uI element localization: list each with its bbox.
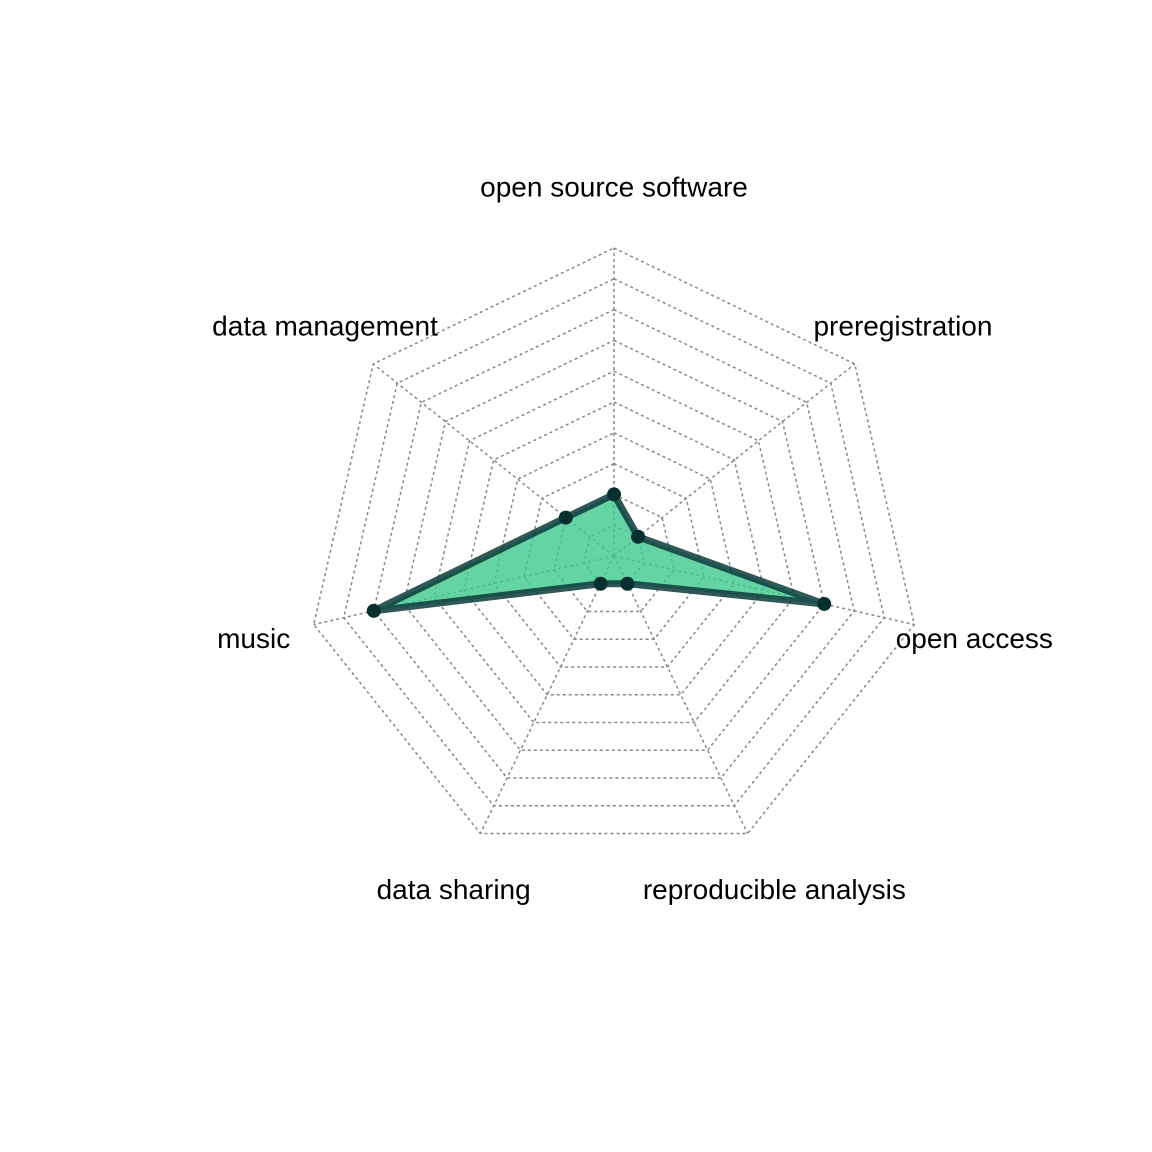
axis-label: data sharing [377,874,531,905]
axis-label: data management [212,311,438,342]
radar-series [366,487,832,618]
grid-ring [433,370,795,724]
data-point-preregistration [631,529,646,544]
axis-label: open source software [480,171,748,202]
data-point-open-access [817,596,832,611]
grid-ring [493,431,735,668]
axis-label: reproducible analysis [643,874,906,905]
data-point-data-management [558,510,573,525]
axis-spoke [613,555,749,834]
grid-ring [553,493,675,613]
series-area [370,490,828,615]
data-point-data-sharing [593,576,608,591]
axis-labels: open source software preregistration open … [212,171,1053,905]
axis-label: music [217,623,290,654]
data-point-reproducible-analysis [620,576,635,591]
axis-label: preregistration [813,311,992,342]
grid-ring [402,339,826,751]
axis-label: open access [896,623,1053,654]
data-point-music [366,603,381,618]
grid-ring [342,277,886,807]
data-point-open-source-software [607,487,621,502]
